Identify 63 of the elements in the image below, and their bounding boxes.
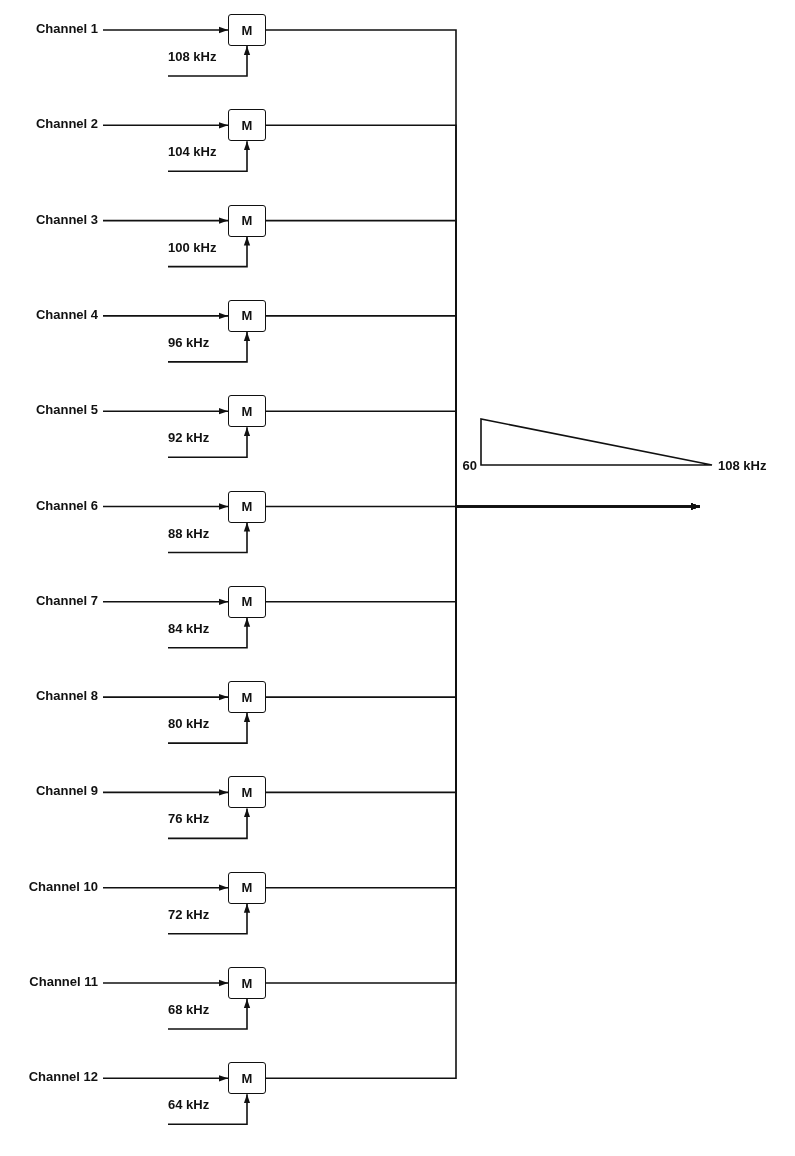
- modulator-box: M: [228, 109, 266, 142]
- frequency-label: 108 kHz: [718, 457, 768, 473]
- channel-label: Channel 1: [0, 21, 98, 39]
- channel-label: Channel 6: [0, 497, 98, 516]
- modulator-box: M: [228, 299, 266, 332]
- arrow: [102, 312, 229, 320]
- arrow: [167, 712, 251, 744]
- arrow: [167, 426, 251, 458]
- arrow: [167, 235, 251, 268]
- carrier-frequency-label: 68 kHz: [168, 1002, 232, 1029]
- arrow: [167, 521, 251, 554]
- carrier-frequency-label: 88 kHz: [168, 525, 232, 553]
- frequency-label: 60: [461, 457, 477, 473]
- arrow: [102, 598, 229, 605]
- arrow: [167, 902, 251, 935]
- carrier-frequency-label: 76 kHz: [168, 811, 232, 839]
- arrow: [102, 503, 229, 510]
- carrier-frequency-label: 100 kHz: [168, 239, 232, 267]
- arrow: [167, 1093, 251, 1126]
- arrow: [167, 617, 251, 649]
- channel-label: Channel 12: [0, 1069, 98, 1088]
- carrier-frequency-label: 104 kHz: [168, 144, 232, 172]
- arrow: [265, 503, 701, 1080]
- channel-label: Channel 2: [0, 116, 98, 135]
- arrow: [102, 408, 229, 415]
- modulator-box: M: [228, 204, 266, 237]
- arrow: [102, 693, 229, 701]
- arrow: [167, 998, 251, 1030]
- modulator-box: M: [228, 871, 266, 904]
- carrier-frequency-label: 84 kHz: [168, 620, 232, 648]
- arrow: [102, 1075, 229, 1082]
- arrow: [102, 884, 229, 891]
- channel-label: Channel 5: [0, 402, 98, 421]
- arrow: [167, 807, 251, 840]
- arrow: [102, 217, 229, 224]
- carrier-frequency-label: 108 kHz: [168, 49, 232, 76]
- channel-label: Channel 3: [0, 211, 98, 230]
- carrier-frequency-label: 80 kHz: [168, 716, 232, 744]
- arrow: [102, 979, 229, 987]
- arrow: [167, 140, 251, 173]
- arrow: [167, 45, 251, 77]
- channel-label: Channel 9: [0, 783, 98, 802]
- modulator-box: M: [228, 14, 266, 46]
- arrow: [102, 789, 229, 796]
- channel-label: Channel 8: [0, 688, 98, 707]
- channel-label: Channel 10: [0, 878, 98, 897]
- channel-label: Channel 11: [0, 974, 98, 992]
- modulator-box: M: [228, 967, 266, 999]
- modulator-box: M: [228, 490, 266, 523]
- arrow: [102, 26, 229, 34]
- modulator-box: M: [228, 1062, 266, 1095]
- arrow: [102, 122, 229, 129]
- carrier-frequency-label: 96 kHz: [168, 334, 232, 362]
- modulator-box: M: [228, 681, 266, 714]
- carrier-frequency-label: 64 kHz: [168, 1097, 232, 1125]
- modulator-box: M: [228, 395, 266, 428]
- carrier-frequency-label: 72 kHz: [168, 906, 232, 934]
- modulator-box: M: [228, 585, 266, 618]
- arrow: [167, 331, 251, 363]
- modulator-box: M: [228, 776, 266, 809]
- carrier-frequency-label: 92 kHz: [168, 430, 232, 458]
- channel-label: Channel 7: [0, 592, 98, 611]
- channel-label: Channel 4: [0, 306, 98, 325]
